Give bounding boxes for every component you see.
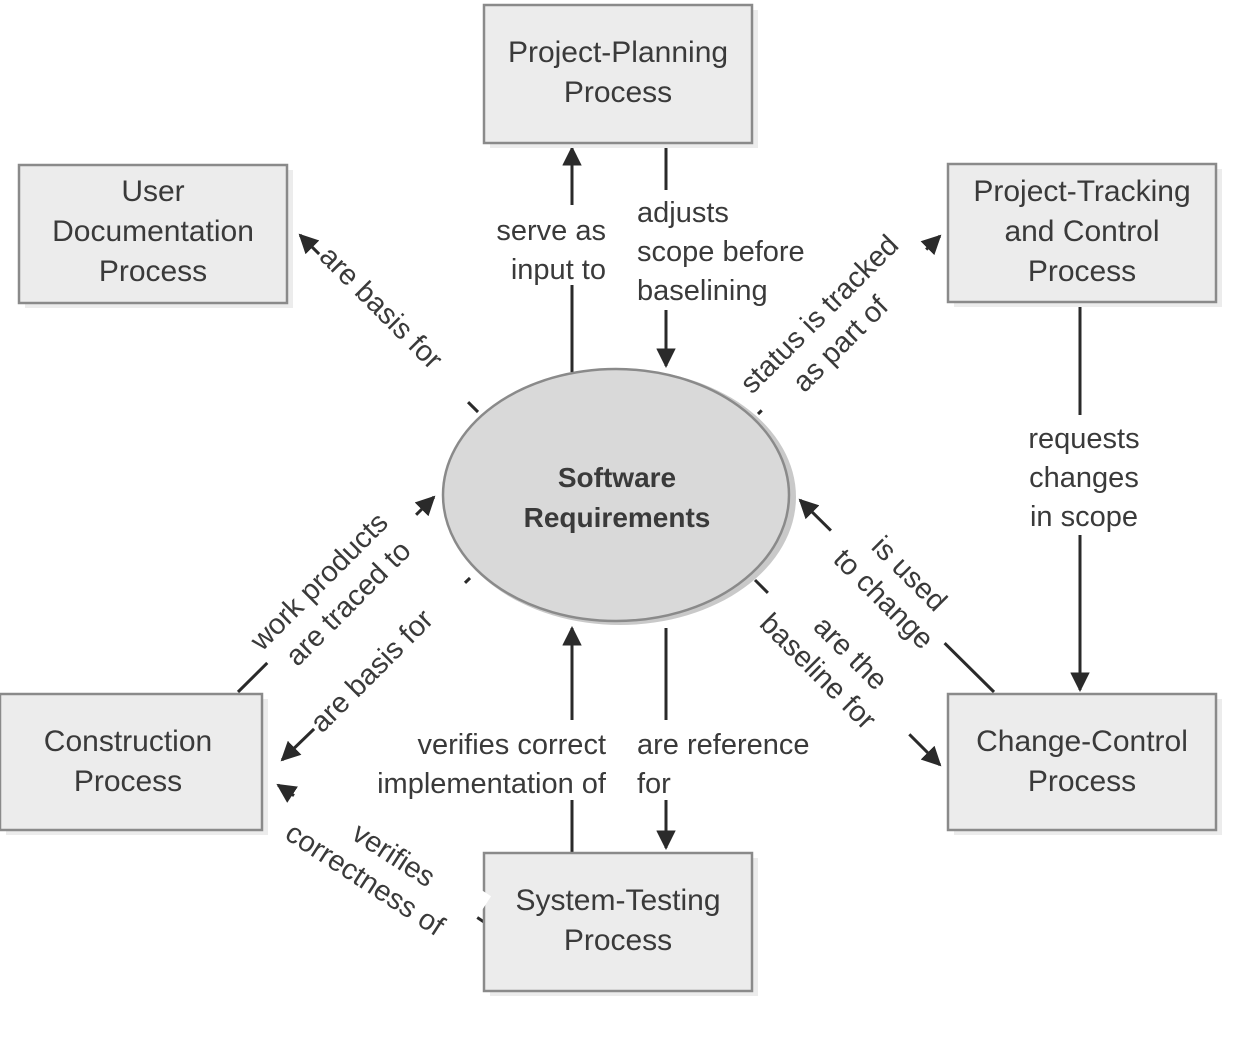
label-requests-changes-line-2: changes xyxy=(1029,462,1139,494)
change-control-box: Change-Control Process xyxy=(946,692,1222,835)
user-documentation-box: User Documentation Process xyxy=(17,163,293,308)
label-is-used-change: is used to change xyxy=(810,499,975,664)
label-requests-changes-line-1: requests xyxy=(1028,423,1139,455)
label-serve-as-input-line-2: input to xyxy=(511,254,606,286)
label-requests-changes-line-3: in scope xyxy=(1030,501,1138,533)
label-verifies-impl-line-1: verifies correct xyxy=(417,729,606,761)
label-verifies-impl-line-2: implementation of xyxy=(377,768,607,800)
user-documentation-line-2: Documentation xyxy=(52,215,254,248)
label-are-basis-doc-line-1: are basis for xyxy=(313,240,449,376)
label-adjusts-scope: adjusts scope before baselining xyxy=(637,197,805,307)
center-line-2: Requirements xyxy=(524,502,711,533)
label-are-reference-line-2: for xyxy=(637,768,671,800)
system-testing-box: System-Testing Process xyxy=(482,851,758,996)
software-requirements-node: Software Requirements xyxy=(441,367,796,625)
project-tracking-line-1: Project-Tracking xyxy=(973,175,1190,208)
project-planning-line-2: Process xyxy=(564,76,672,109)
change-control-line-1: Change-Control xyxy=(976,725,1188,758)
project-planning-box: Project-Planning Process xyxy=(482,3,758,148)
user-documentation-line-3: Process xyxy=(99,255,207,288)
construction-line-2: Process xyxy=(74,765,182,798)
change-control-line-2: Process xyxy=(1028,765,1136,798)
construction-box: Construction Process xyxy=(0,692,268,835)
label-adjusts-scope-line-2: scope before xyxy=(637,236,805,268)
project-tracking-box: Project-Tracking and Control Process xyxy=(946,162,1222,307)
label-are-reference: are reference for xyxy=(637,729,810,800)
center-line-1: Software xyxy=(558,462,676,493)
system-testing-line-2: Process xyxy=(564,924,672,957)
label-adjusts-scope-line-3: baselining xyxy=(637,275,768,307)
construction-line-1: Construction xyxy=(44,725,212,758)
label-serve-as-input: serve as input to xyxy=(496,215,606,286)
label-are-basis-doc: are basis for xyxy=(310,238,484,411)
project-tracking-line-3: Process xyxy=(1028,255,1136,288)
label-verifies-impl: verifies correct implementation of xyxy=(377,729,607,800)
label-verifies-correctness: verifies correctness of xyxy=(267,776,492,957)
project-planning-line-1: Project-Planning xyxy=(508,36,728,69)
label-requests-changes: requests changes in scope xyxy=(1028,423,1139,533)
user-documentation-line-1: User xyxy=(121,175,184,208)
label-are-reference-line-1: are reference xyxy=(637,729,810,761)
system-testing-line-1: System-Testing xyxy=(515,884,720,917)
label-adjusts-scope-line-1: adjusts xyxy=(637,197,729,229)
label-serve-as-input-line-1: serve as xyxy=(496,215,606,247)
project-tracking-line-2: and Control xyxy=(1004,215,1159,248)
